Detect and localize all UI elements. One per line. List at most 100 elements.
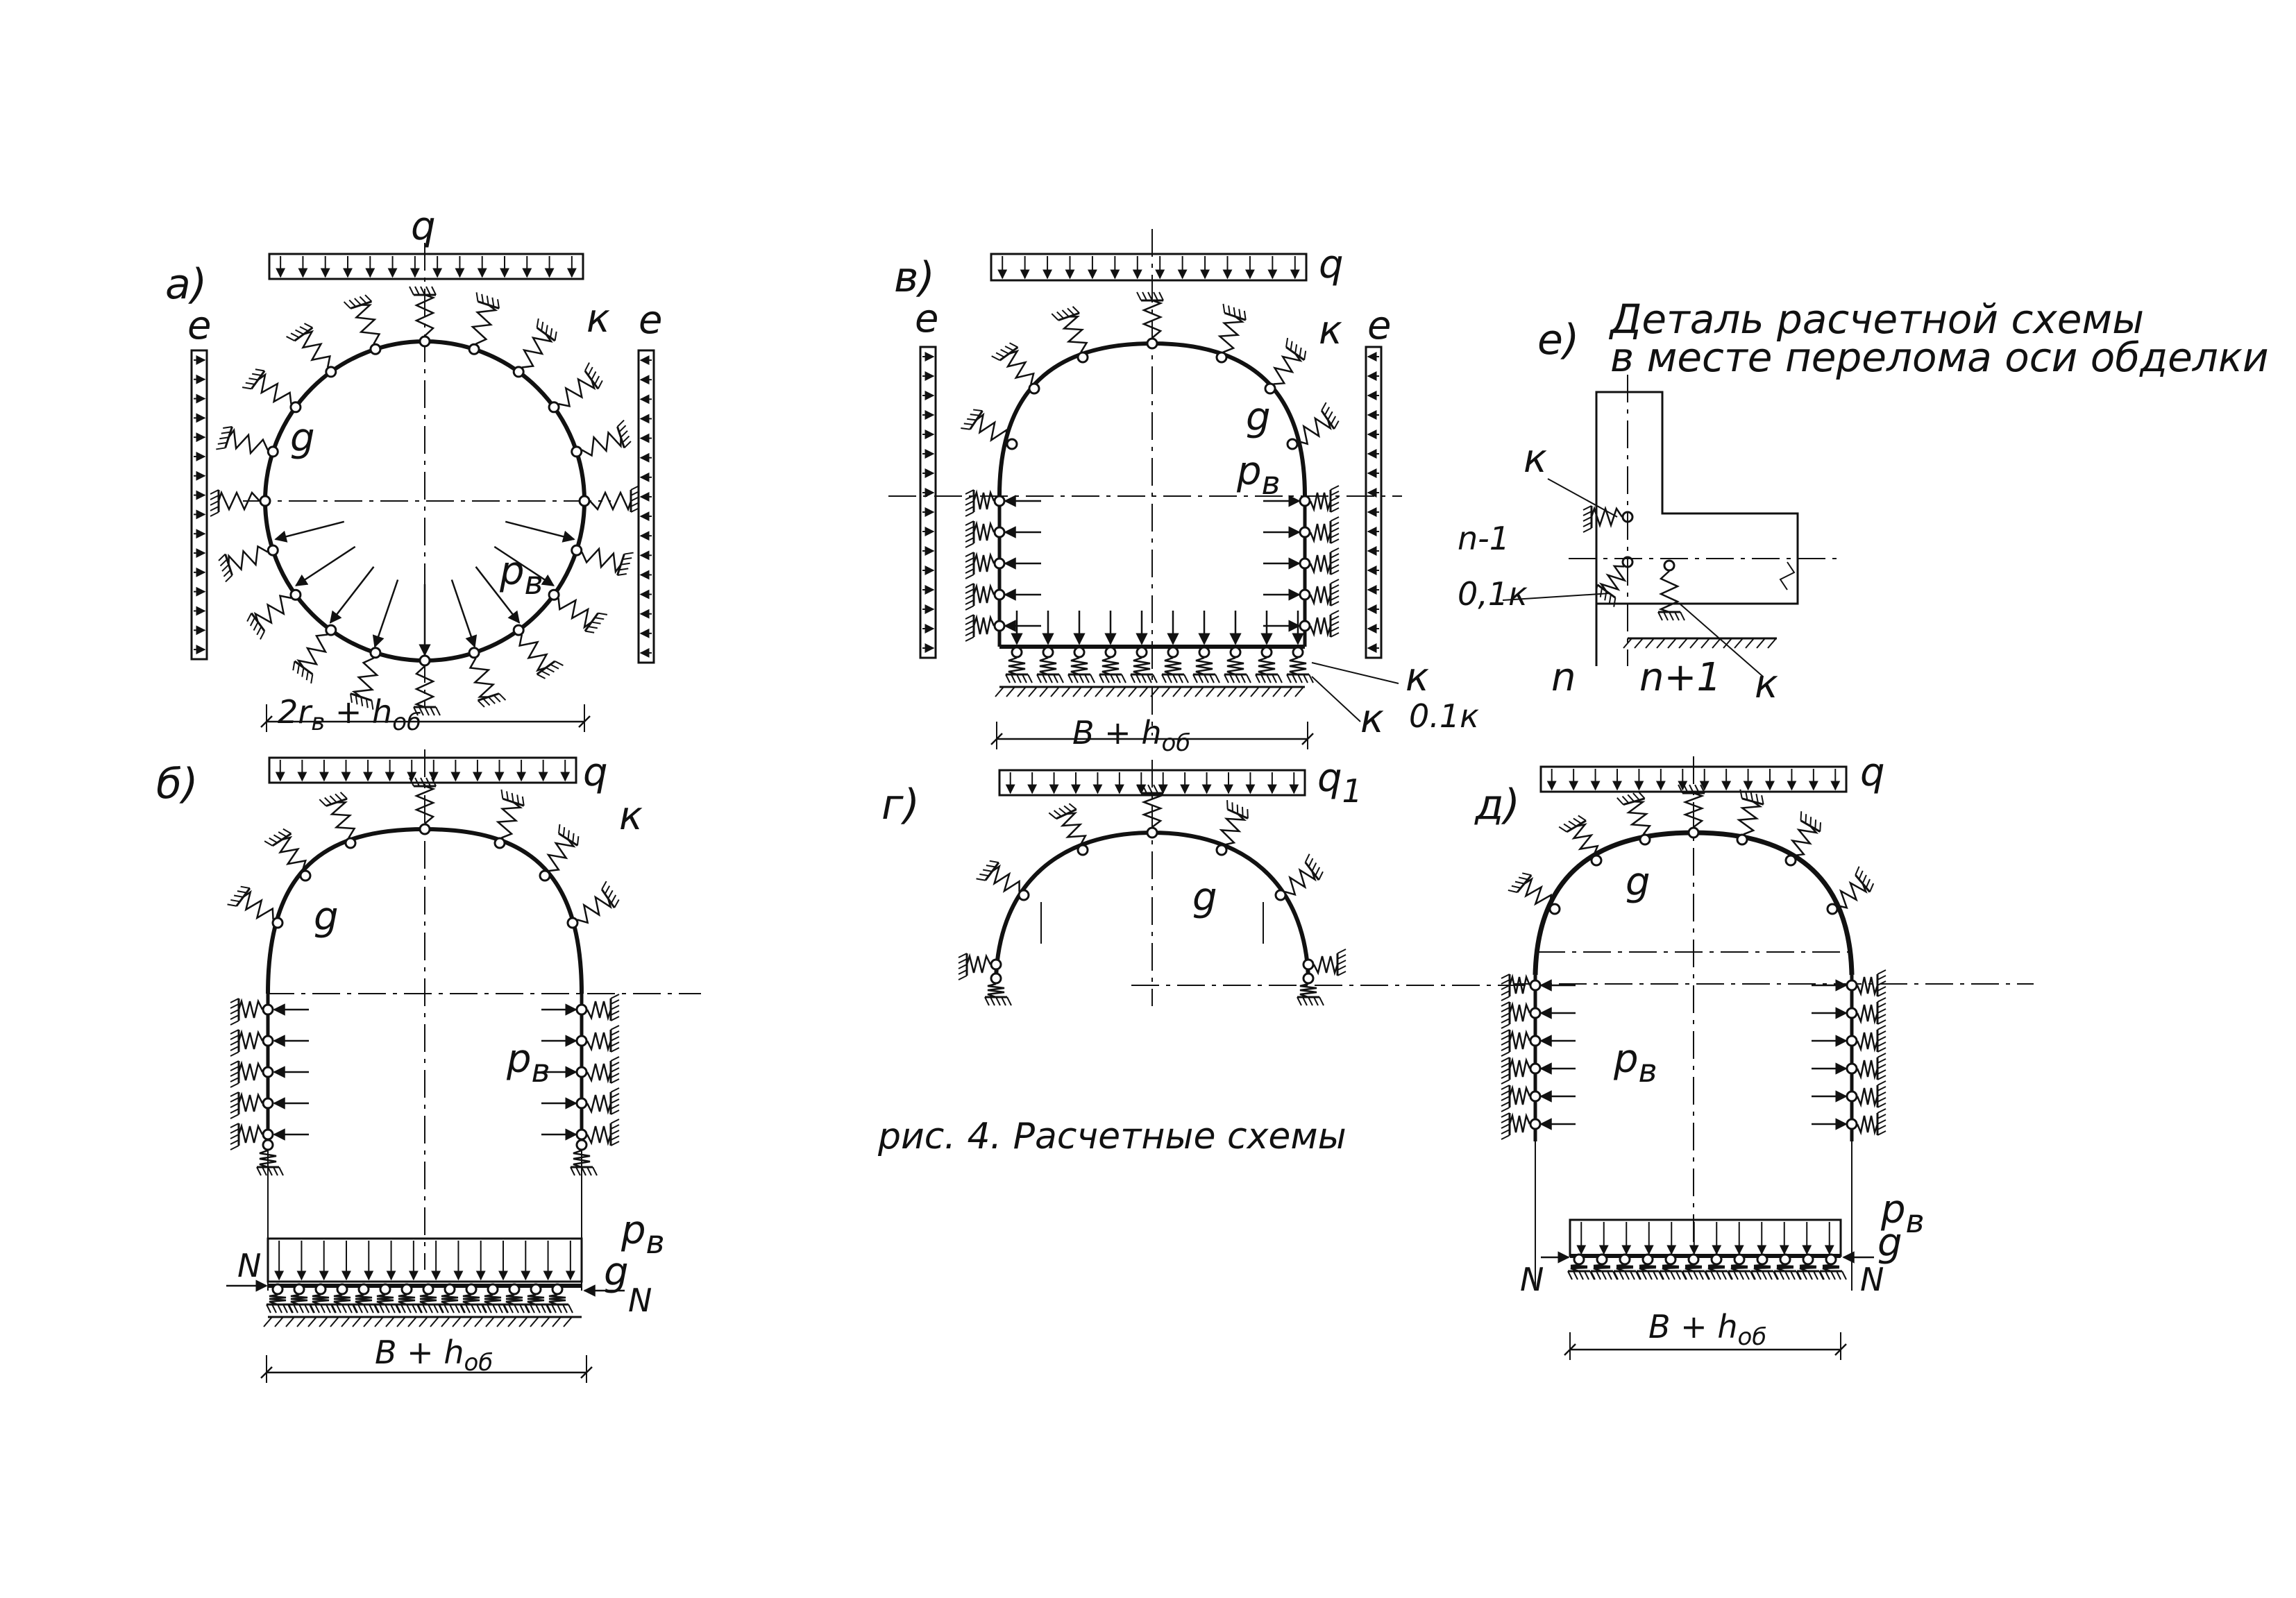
panel-v-k-label-bottom: к xyxy=(1406,655,1429,700)
panel-a-spring-hatch xyxy=(424,706,430,716)
panel-d-arch-spring xyxy=(1784,811,1822,867)
panel-d-arch-spring-support xyxy=(1741,797,1764,806)
panel-v-invert-spring-hatch xyxy=(1147,674,1152,683)
panel-b-invert-spring-hinge xyxy=(293,1283,305,1295)
panel-v-ground-hatch xyxy=(1106,686,1115,697)
panel-d-arch-spring-hatch xyxy=(1700,784,1705,794)
panel-d-invert-spring-hatch xyxy=(1819,1270,1825,1280)
panel-b-invert-springs xyxy=(266,1283,573,1314)
panel-d-left-wall-spring-hatch xyxy=(1501,1096,1510,1101)
panel-a-spring-hatch xyxy=(256,626,262,636)
panel-e-spring-n-plus-1-hatch xyxy=(1663,611,1669,621)
panel-b-dimension-line xyxy=(260,1355,593,1383)
panel-b-right-wall-spring-hinge xyxy=(575,1066,588,1078)
panel-d-invert-spring-hatch xyxy=(1596,1270,1601,1280)
panel-v-invert-spring-hinge xyxy=(1073,646,1086,658)
panel-v-arch-spring-hatch xyxy=(1009,342,1018,348)
panel-b-ground-hatch xyxy=(263,1316,273,1327)
panel-d-right-wall-spring-hinge xyxy=(1846,1090,1858,1103)
panel-g-arch-spring-hatch xyxy=(1136,784,1142,794)
panel-d-arch-spring-support xyxy=(1800,819,1821,833)
panel-d-invert-spring-hinge xyxy=(1664,1253,1677,1266)
panel-b-invert-spring-zigzag xyxy=(419,1293,437,1306)
panel-b-arch-spring-hatch xyxy=(500,789,504,799)
panel-a-spring-zigzag xyxy=(228,427,269,455)
panel-d-invert-spring-hatch xyxy=(1675,1270,1681,1280)
panel-a-spring xyxy=(468,292,500,355)
panel-b-left-wall-spring-hatch xyxy=(230,1097,239,1103)
panel-d-left-wall-spring-hatch xyxy=(1501,974,1510,979)
panel-e-ground-hatch xyxy=(1756,638,1766,649)
panel-v-invert-spring xyxy=(1286,646,1314,683)
panel-d-invert-spring-hatch xyxy=(1619,1270,1624,1280)
panel-v-invert-spring-hatch xyxy=(1005,674,1011,683)
panel-d-right-wall-spring-zigzag xyxy=(1856,1004,1879,1025)
panel-b-ground-hatch xyxy=(396,1316,406,1327)
panel-d-arch-spring-hatch xyxy=(1678,784,1683,794)
panel-b-invert-spring-hatch xyxy=(298,1304,304,1314)
panel-d-invert-spring-hatch xyxy=(1825,1270,1830,1280)
panel-v-right-wall-spring-hatch xyxy=(1330,601,1340,606)
panel-d-arch-spring-hatch xyxy=(1800,811,1803,821)
panel-b-arch-spring-hatch xyxy=(319,799,327,807)
panel-v-k-label-top: к xyxy=(1319,308,1342,353)
panel-v-ground-hatch xyxy=(1150,686,1160,697)
panel-b-arch-spring-hinge xyxy=(493,837,506,849)
panel-a-spring-hatch xyxy=(360,697,364,706)
panel-v-arch-spring xyxy=(1286,402,1340,450)
panel-v-right-wall-spring-zigzag xyxy=(1309,523,1332,544)
panel-a-spring-hatch xyxy=(597,380,603,389)
panel-d-invert-spring-zigzag xyxy=(1776,1264,1794,1273)
panel-v-invert-spring-hatch xyxy=(1286,674,1292,683)
panel-a-spring-hatch xyxy=(221,431,231,434)
panel-b-invert-spring-hatch xyxy=(568,1304,573,1314)
panel-g-arch-spring-hinge xyxy=(1018,889,1030,901)
panel-d-invert-spring-hatch xyxy=(1687,1270,1693,1280)
panel-a-spring-hatch xyxy=(618,568,629,571)
panel-a-spring-hatch xyxy=(295,329,304,335)
panel-v-ground-hatch xyxy=(1028,686,1038,697)
panel-d-left-wall-spring-zigzag xyxy=(1508,1001,1531,1022)
panel-v-invert-spring-hinge xyxy=(1292,646,1304,658)
panel-g-arch-spring-hatch xyxy=(1063,805,1072,813)
panel-d-dimension-line-slash-left xyxy=(1564,1343,1576,1356)
panel-d-invert-spring-hatch xyxy=(1584,1270,1589,1280)
panel-g-right-foot-spring-hinge xyxy=(1302,972,1315,985)
panel-v-invert-spring-hatch xyxy=(1292,674,1297,683)
panel-a-pressure-arrow xyxy=(329,566,375,624)
panel-v-left-wall-spring-hatch xyxy=(965,526,974,532)
panel-a-spring-zigzag xyxy=(351,657,379,698)
panel-d-invert-spring xyxy=(1705,1253,1732,1280)
panel-v-left-load xyxy=(919,346,937,659)
panel-a-spring xyxy=(218,544,279,583)
panel-v-left-wall-spring-hatch xyxy=(965,532,974,537)
panel-a-pressure-arrow xyxy=(493,545,555,586)
panel-v-right-load-frame xyxy=(1365,346,1383,659)
panel-e-title-line2: в месте перелома оси обделки xyxy=(1610,334,2269,381)
panel-b-invert-spring-zigzag xyxy=(312,1293,330,1306)
panel-d-left-wall-spring-hatch xyxy=(1501,1012,1510,1018)
panel-d-left-wall-spring-hatch xyxy=(1501,1134,1510,1140)
panel-a-spring-hatch xyxy=(616,419,625,427)
panel-b-invert-spring-hatch xyxy=(309,1304,314,1314)
panel-b-invert-spring-hatch xyxy=(287,1304,293,1314)
panel-a-spring-hatch xyxy=(497,299,500,309)
panel-e-letter: е) xyxy=(1537,316,1579,364)
panel-d-right-wall-spring-hatch xyxy=(1877,1025,1886,1030)
panel-v-left-wall-spring xyxy=(965,552,1006,579)
panel-g-arch-spring-hatch xyxy=(1053,810,1062,817)
panel-a-letter: а) xyxy=(165,260,207,309)
panel-v-invert-spring xyxy=(1130,646,1158,683)
panel-v-arch-spring-hatch xyxy=(1303,350,1307,361)
panel-a-pressure-arrow xyxy=(450,579,478,648)
panel-b-letter: б) xyxy=(156,760,198,808)
panel-b-arch-spring-hatch xyxy=(233,894,244,898)
panel-g-right-foot-spring-hatch xyxy=(1313,996,1319,1006)
panel-d-invert-spring-hinge xyxy=(1619,1253,1631,1266)
panel-b-ground-hatch xyxy=(563,1316,573,1327)
panel-b-invert-spring-zigzag xyxy=(527,1293,545,1306)
panel-a-spring-hinge xyxy=(325,366,337,378)
panel-b-invert-spring-hinge xyxy=(336,1283,348,1295)
panel-b-right-wall-spring-hatch xyxy=(610,1005,620,1010)
panel-d-N-left: N xyxy=(1520,1261,1544,1298)
